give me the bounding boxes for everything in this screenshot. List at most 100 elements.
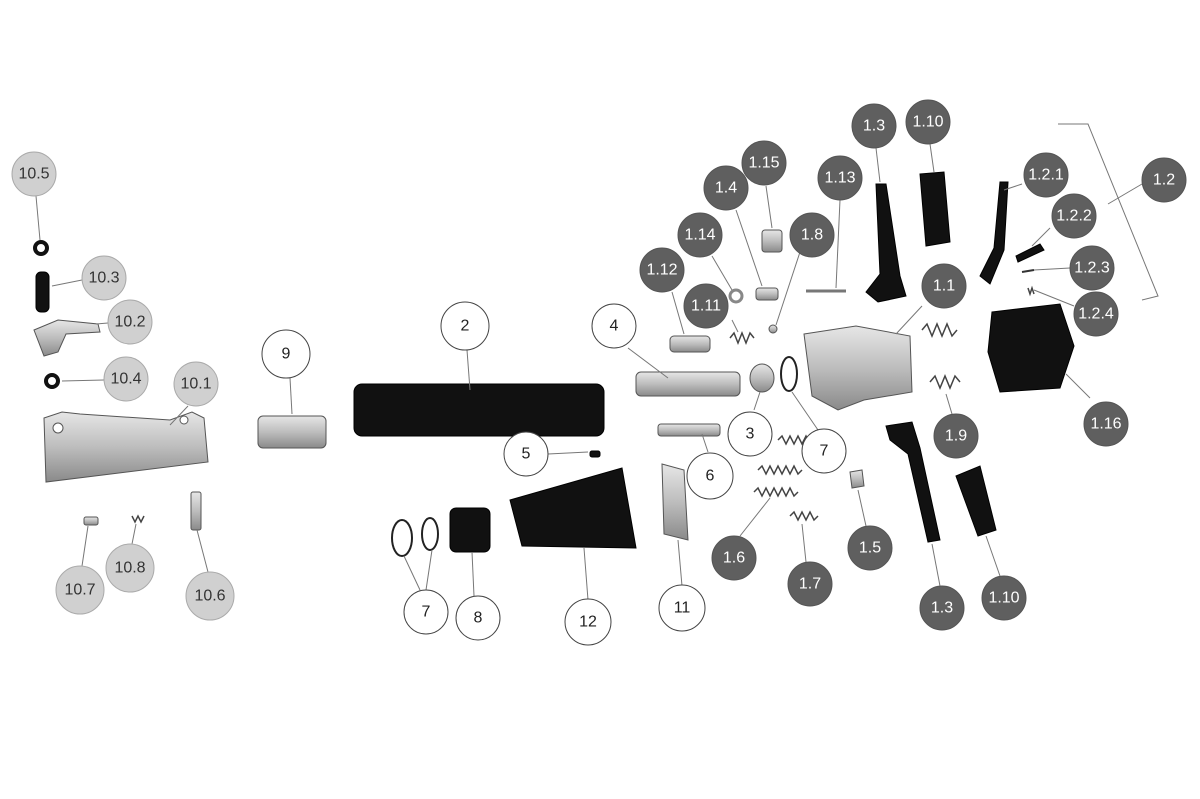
leader-1-4 (735, 209, 763, 287)
callout-2-circle (440, 301, 490, 351)
callout-1-1-label: 1.1 (933, 278, 955, 295)
leader-11 (677, 539, 683, 587)
callout-1-14-label: 1.14 (684, 227, 715, 244)
leader-1-16 (1065, 373, 1091, 399)
leader-1-2-3 (1033, 267, 1071, 271)
leader-10-4 (61, 379, 105, 382)
callout-7a-circle (403, 589, 449, 635)
callout-1-11-label: 1.11 (691, 298, 721, 315)
leader-1-3a (875, 147, 881, 183)
leader-1-13 (835, 199, 841, 289)
part-10-5-o-ring (33, 240, 49, 256)
part-7-o-ring-a (391, 519, 413, 557)
part-1-14-washer (728, 288, 744, 304)
leader-10-8 (131, 523, 137, 545)
callout-1-15-label: 1.15 (748, 155, 779, 172)
leader-1-10b (985, 535, 1001, 577)
part-1-8-ball (768, 324, 778, 334)
part-1-3-trigger-top (865, 183, 907, 303)
leader-1-6 (739, 497, 771, 537)
callout-1-2-2-circle (1051, 193, 1097, 239)
callout-5-label: 5 (522, 446, 531, 463)
callout-1-6-label: 1.6 (723, 550, 745, 567)
callout-4-circle (591, 303, 637, 349)
leader-1-2 (1107, 183, 1143, 205)
callout-1-2-label: 1.2 (1153, 172, 1175, 189)
callout-1-10b: 1.10 (981, 575, 1027, 621)
callout-3-label: 3 (746, 426, 755, 443)
leader-9 (289, 377, 293, 415)
callout-1-8-circle (789, 212, 835, 258)
leader-10-2 (95, 322, 109, 325)
callout-1-13-circle (817, 155, 863, 201)
callout-1-8: 1.8 (789, 212, 835, 258)
part-1-6-spring-b (757, 464, 803, 476)
callout-1-13: 1.13 (817, 155, 863, 201)
callout-7b-circle (801, 428, 847, 474)
callout-1-12-label: 1.12 (646, 262, 677, 279)
part-9-sleeve (257, 415, 327, 449)
callout-1-3a: 1.3 (851, 103, 897, 149)
leader-6 (701, 433, 709, 453)
callout-1-16: 1.16 (1083, 401, 1129, 447)
callout-12: 12 (564, 598, 612, 646)
leader-7a-1 (403, 555, 421, 591)
part-1-11-spring (729, 330, 755, 346)
callout-1-4-circle (703, 165, 749, 211)
callout-7b-label: 7 (820, 443, 829, 460)
leader-1-5 (857, 489, 867, 527)
part-7-o-ring-c (780, 356, 798, 392)
callout-1-10a-circle (905, 99, 951, 145)
leader-1-3b (931, 543, 941, 587)
bracket-1-2 (1058, 123, 1159, 301)
callout-1-10b-label: 1.10 (988, 590, 1019, 607)
callout-4-label: 4 (610, 318, 619, 335)
part-8-bushing (449, 507, 491, 553)
part-10-3-sleeve (35, 271, 50, 313)
leader-3 (753, 391, 761, 411)
leader-1-7 (801, 523, 807, 563)
part-1-10-handle-top (919, 171, 951, 247)
part-1-5-plug (849, 469, 865, 489)
callouts-layer: 10.5 10.3 10.2 10.4 10.1 10.7 10.8 10.6 (11, 99, 1187, 646)
callout-1-1-circle (921, 263, 967, 309)
callout-10-3-label: 10.3 (88, 270, 119, 287)
callout-10-4: 10.4 (103, 356, 149, 402)
callout-1-11: 1.11 (683, 283, 729, 329)
callout-1-5-circle (847, 525, 893, 571)
callout-1-8-label: 1.8 (801, 227, 823, 244)
part-1-7-spring (789, 510, 819, 522)
part-10-7-pin (83, 516, 99, 526)
callout-1-2-1-circle (1023, 152, 1069, 198)
callout-10-3-circle (81, 255, 127, 301)
callout-1-2-4-label: 1.2.4 (1078, 306, 1114, 323)
part-1-4-fitting (755, 287, 779, 301)
callout-3: 3 (727, 411, 773, 457)
callout-6-circle (686, 452, 734, 500)
callout-10-5-circle (11, 151, 57, 197)
part-11-flange (661, 463, 689, 541)
callout-1-13-label: 1.13 (824, 170, 855, 187)
callout-8: 8 (455, 595, 501, 641)
callout-10-5-label: 10.5 (18, 166, 49, 183)
callout-1-7-label: 1.7 (799, 576, 821, 593)
part-1-2-1-link (979, 181, 1009, 285)
callout-10-6: 10.6 (185, 571, 235, 621)
callout-9: 9 (261, 329, 311, 379)
callout-1-4-label: 1.4 (715, 180, 737, 197)
callout-10-7: 10.7 (55, 565, 105, 615)
callout-10-5: 10.5 (11, 151, 57, 197)
leader-7a-2 (425, 549, 433, 591)
callout-1-16-label: 1.16 (1090, 416, 1121, 433)
part-6-valve-stem (657, 423, 721, 437)
leader-10-5 (35, 195, 41, 241)
callout-9-circle (261, 329, 311, 379)
leader-1-15 (765, 185, 773, 229)
part-10-8-spring (131, 514, 145, 524)
callout-1-12-circle (639, 247, 685, 293)
callout-1-2-2-label: 1.2.2 (1056, 208, 1092, 225)
callout-1-1: 1.1 (921, 263, 967, 309)
part-1-2-2-lever (1015, 243, 1045, 263)
part-12-nose-cover (509, 467, 637, 549)
